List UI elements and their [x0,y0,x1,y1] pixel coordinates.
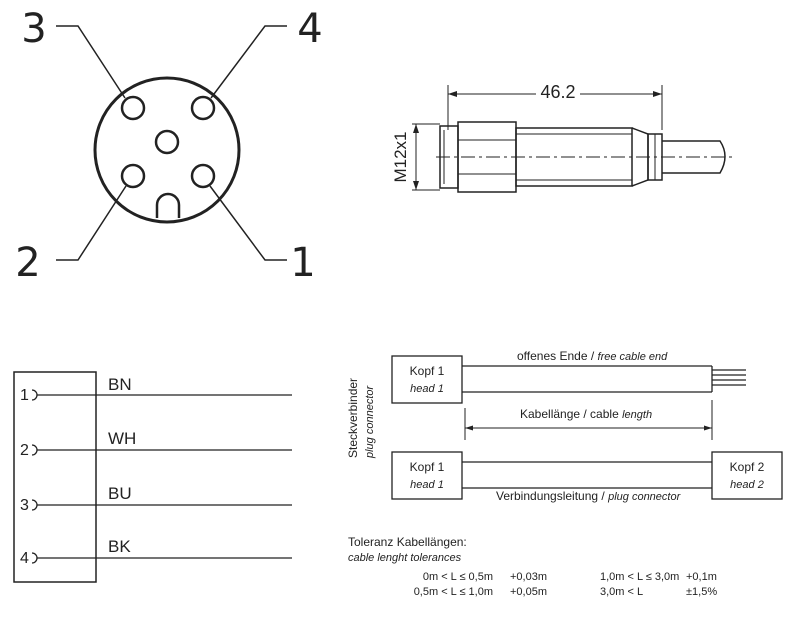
coding-key [155,192,181,218]
thread-arrow-top [413,124,419,133]
length-tolerances: Toleranz Kabellängen: cable lenght toler… [348,535,717,598]
cable-variants: Steckverbinder plug connector Kopf 1 hea… [346,349,783,503]
tolerance-row: 0,5m < L ≤ 1,0m +0,05m 3,0m < L ±1,5% [414,586,718,598]
contact-socket-symbol [31,552,38,564]
tolerance-value: +0,05m [510,586,547,598]
dim-label-bg [536,80,580,100]
connecting-cable-label: Verbindungsleitung / plug connector [496,489,682,503]
wire-color-label: BN [108,375,132,394]
wiring-row-4: 4 BK [20,537,292,567]
contact-socket-symbol [31,389,38,401]
cable-length-label: Kabellänge / cable length [520,407,652,421]
tolerance-title: Toleranz Kabellängen: [348,535,467,549]
head-1-label-en: head 1 [410,383,444,395]
wire-color-label: WH [108,429,136,448]
pin-center-contact [154,129,180,155]
wiring-row-2: 2 WH [20,429,292,459]
length-arrow-right [704,425,712,431]
pin-2-leader [56,185,127,261]
wiring-row-3: 3 BU [20,484,292,514]
tolerance-range-2: 1,0m < L ≤ 3,0m [600,571,679,583]
thread-arrow-bottom [413,181,419,190]
contact-socket-symbol [31,444,38,456]
wiring-diagram: 1 BN 2 WH 3 BU 4 BK [13,371,292,583]
pin-4-leader [210,25,287,99]
pin-3-contact [120,95,146,121]
wire-pin-number: 3 [20,497,29,514]
length-arrow-left [465,425,473,431]
wiring-row-1: 1 BN [20,375,292,404]
tolerance-range: 0,5m < L ≤ 1,0m [414,586,493,598]
wire-pin-number: 4 [20,550,29,567]
pin-number-1: 1 [290,240,315,286]
tolerance-subtitle: cable lenght tolerances [348,552,462,564]
pin-number-2: 2 [15,240,40,286]
contact-socket-symbol [31,499,38,511]
cable-length-dimension: Kabellänge / cable length [464,400,713,440]
wire-color-label: BK [108,537,131,556]
head-1-box [391,451,463,500]
pin-4-contact [190,95,216,121]
dim-arrow-right [653,91,662,97]
pin-number-3: 3 [21,6,46,52]
head-1-label: Kopf 1 [410,364,445,378]
wiring-box [13,371,97,583]
tolerance-range-2: 3,0m < L [600,586,643,598]
pin-face-view: 3 4 2 1 [15,6,322,286]
wire-pin-number: 1 [20,387,29,404]
tolerance-value: +0,03m [510,571,547,583]
pin-3-leader [56,25,126,99]
connector-face-outline [93,76,241,224]
connector-side-view: 46.2 M12x1 [391,80,732,193]
cable-connecting: Kopf 1 head 1 Kopf 2 head 2 Verbindungsl… [391,451,783,503]
head-1-label: Kopf 1 [410,460,445,474]
cable-open-end: Kopf 1 head 1 offenes Ende / free cable … [391,349,746,404]
wire-pin-number: 2 [20,442,29,459]
thread-label: M12x1 [391,131,410,182]
wire-color-label: BU [108,484,132,503]
pin-1-contact [190,163,216,189]
head-2-box [711,451,783,500]
head-1-label-en: head 1 [410,479,444,491]
side-label-en: plug connector [364,385,376,459]
pin-number-4: 4 [297,6,322,52]
head-1-box [391,355,463,404]
tolerance-row: 0m < L ≤ 0,5m +0,03m 1,0m < L ≤ 3,0m +0,… [423,571,717,583]
open-end-label: offenes Ende / free cable end [517,349,668,363]
side-label-de: Steckverbinder [346,378,360,458]
dim-arrow-left [448,91,457,97]
length-dimension-label: 46.2 [540,82,575,102]
tolerance-value-2: ±1,5% [686,586,717,598]
tolerance-range: 0m < L ≤ 0,5m [423,571,493,583]
head-2-label: Kopf 2 [730,460,765,474]
pin-2-contact [120,163,146,189]
pin-1-leader [209,185,287,261]
tolerance-value-2: +0,1m [686,571,717,583]
head-2-label-en: head 2 [730,479,764,491]
